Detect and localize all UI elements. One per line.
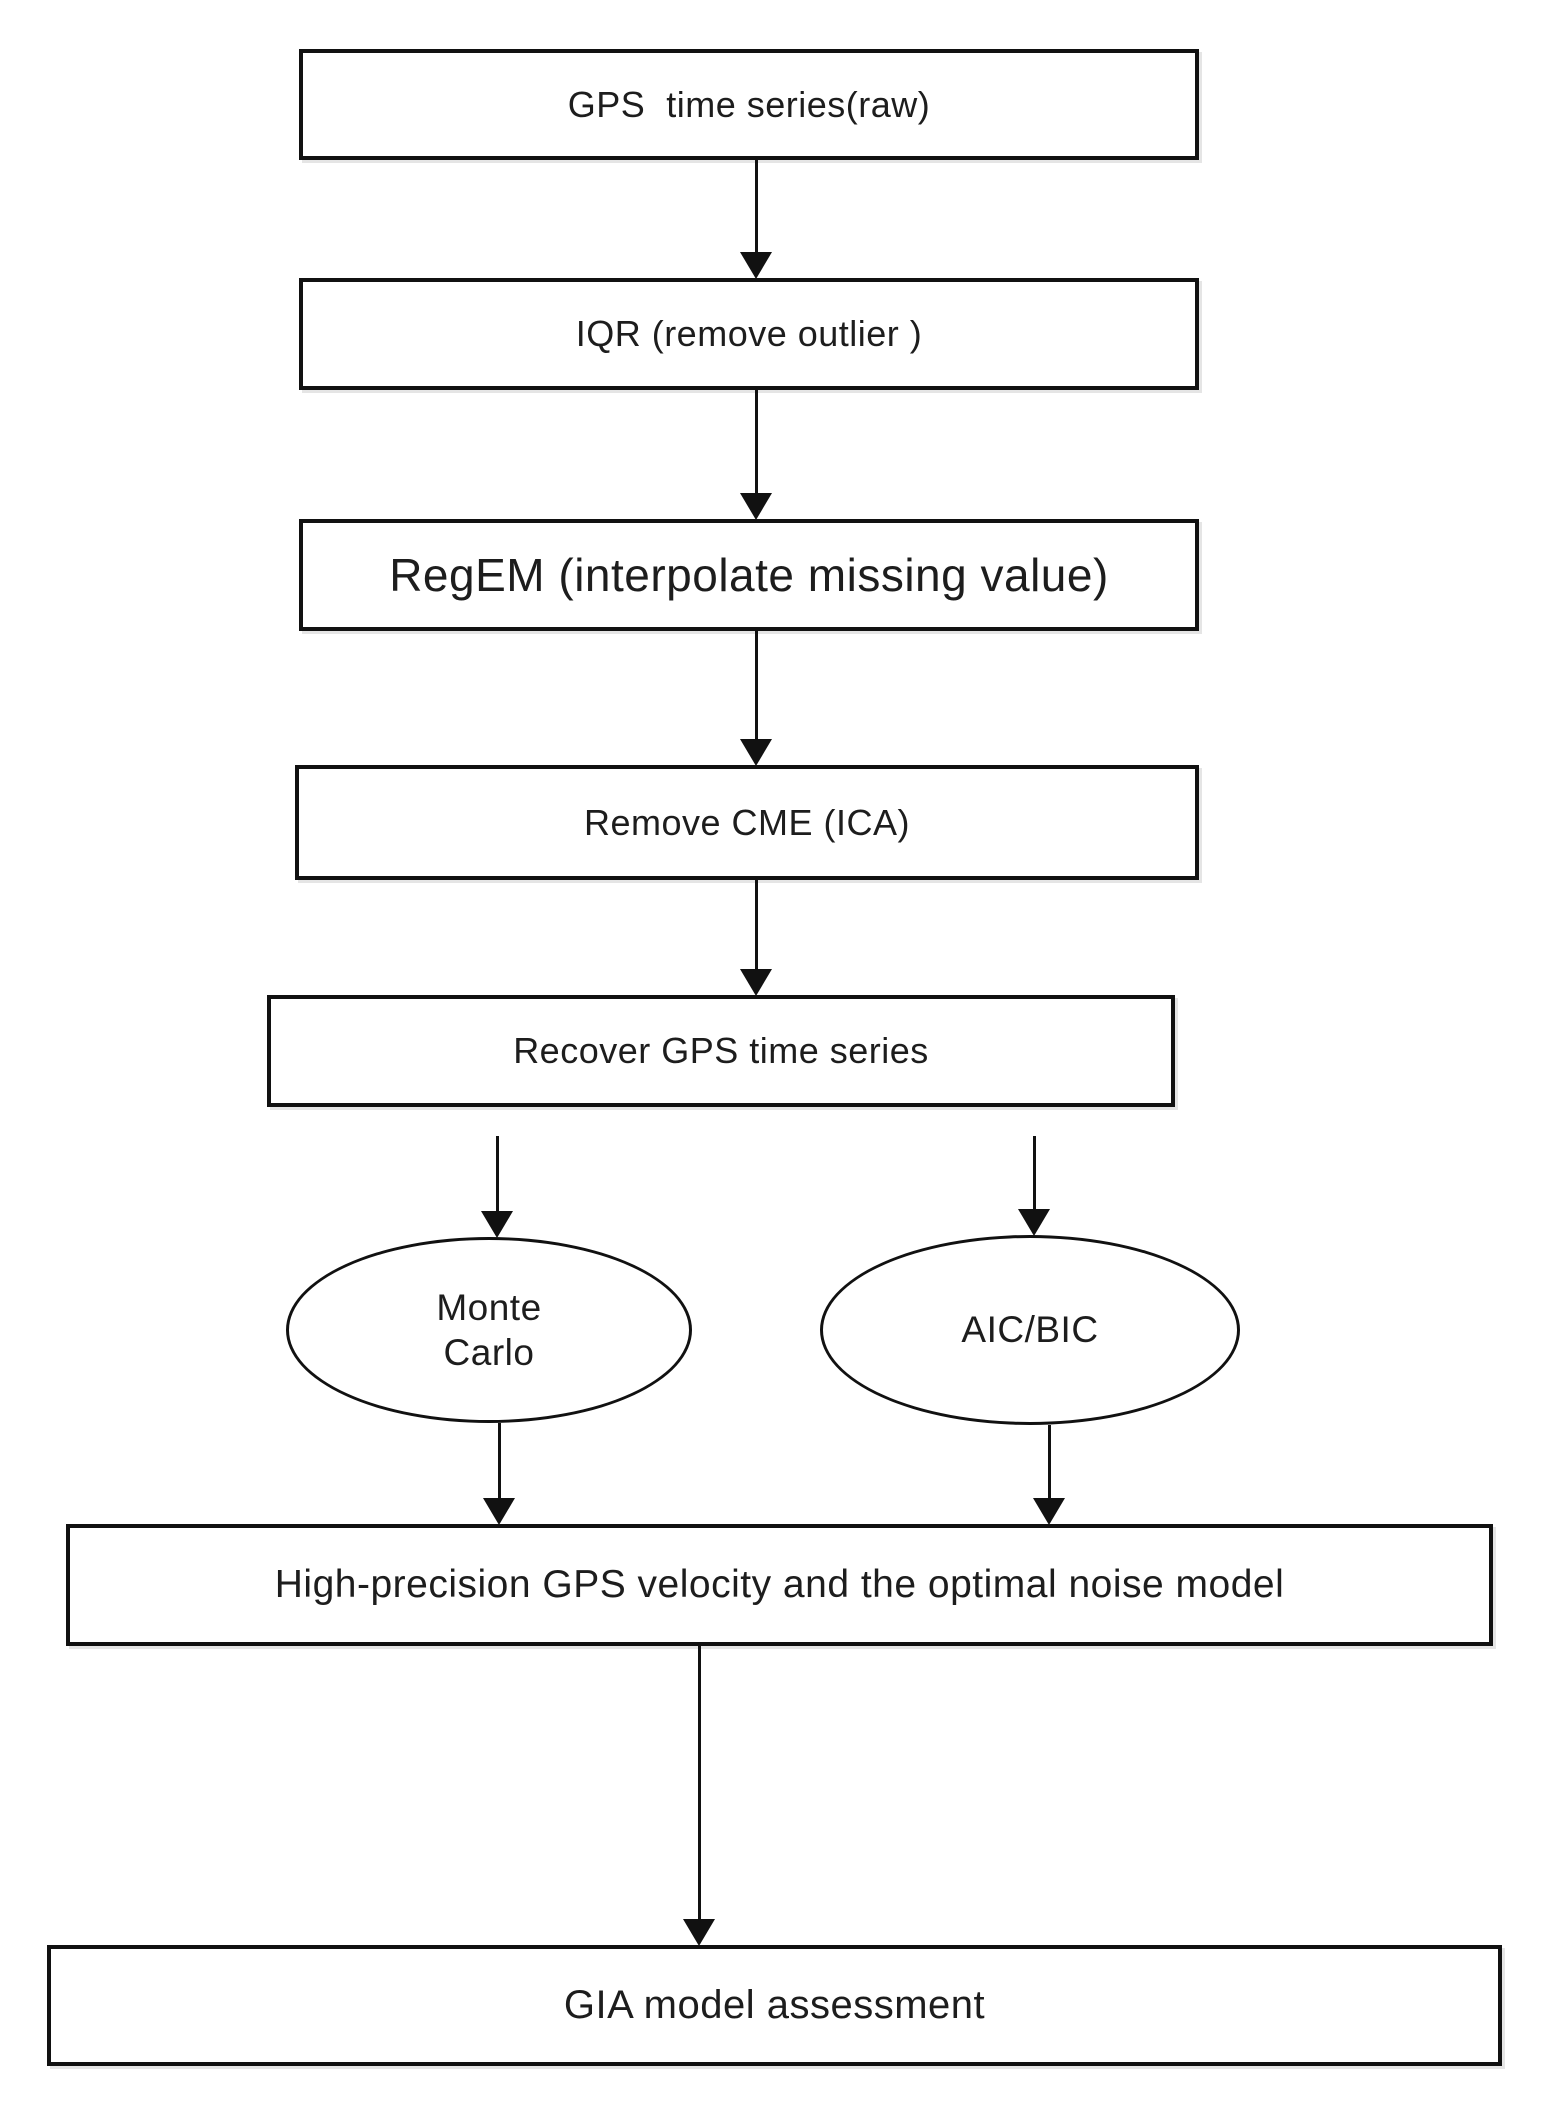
node-regem-label: RegEM (interpolate missing value) — [389, 548, 1109, 601]
arrow-down-icon — [1033, 1498, 1065, 1525]
node-recover-gps-time-series: Recover GPS time series — [267, 995, 1175, 1107]
node-monte-carlo-label: Monte Carlo — [436, 1286, 542, 1373]
arrow-shaft — [498, 1423, 501, 1500]
node-gps-time-series-raw-label: GPS time series(raw) — [567, 83, 931, 125]
arrow-shaft — [1033, 1136, 1036, 1211]
arrow-down-icon — [1018, 1209, 1050, 1236]
node-gia-model-assessment-label: GIA model assessment — [563, 1983, 986, 2028]
node-remove-cme-label: Remove CME (ICA) — [583, 801, 911, 843]
node-high-precision-velocity: High-precision GPS velocity and the opti… — [66, 1524, 1493, 1646]
node-aic-bic: AIC/BIC — [820, 1235, 1240, 1425]
arrow-down-icon — [740, 493, 772, 520]
arrow-down-icon — [483, 1498, 515, 1525]
node-recover-gps-time-series-label: Recover GPS time series — [513, 1030, 929, 1072]
arrow-down-icon — [740, 252, 772, 279]
arrow-down-icon — [740, 969, 772, 996]
node-gia-model-assessment: GIA model assessment — [47, 1945, 1502, 2066]
arrow-shaft — [1048, 1425, 1051, 1500]
node-monte-carlo: Monte Carlo — [286, 1237, 692, 1423]
arrow-shaft — [755, 631, 758, 741]
node-iqr-label: IQR (remove outlier ) — [575, 313, 923, 355]
node-high-precision-velocity-label: High-precision GPS velocity and the opti… — [274, 1563, 1285, 1607]
node-gps-time-series-raw: GPS time series(raw) — [299, 49, 1199, 160]
arrow-down-icon — [740, 739, 772, 766]
node-remove-cme: Remove CME (ICA) — [295, 765, 1199, 880]
node-iqr: IQR (remove outlier ) — [299, 278, 1199, 390]
arrow-shaft — [755, 880, 758, 971]
arrow-shaft — [755, 160, 758, 254]
arrow-shaft — [698, 1646, 701, 1919]
arrow-down-icon — [683, 1919, 715, 1946]
arrow-shaft — [496, 1136, 499, 1213]
arrow-down-icon — [481, 1211, 513, 1238]
node-regem: RegEM (interpolate missing value) — [299, 519, 1199, 631]
node-aic-bic-label: AIC/BIC — [961, 1309, 1099, 1351]
arrow-shaft — [755, 390, 758, 495]
